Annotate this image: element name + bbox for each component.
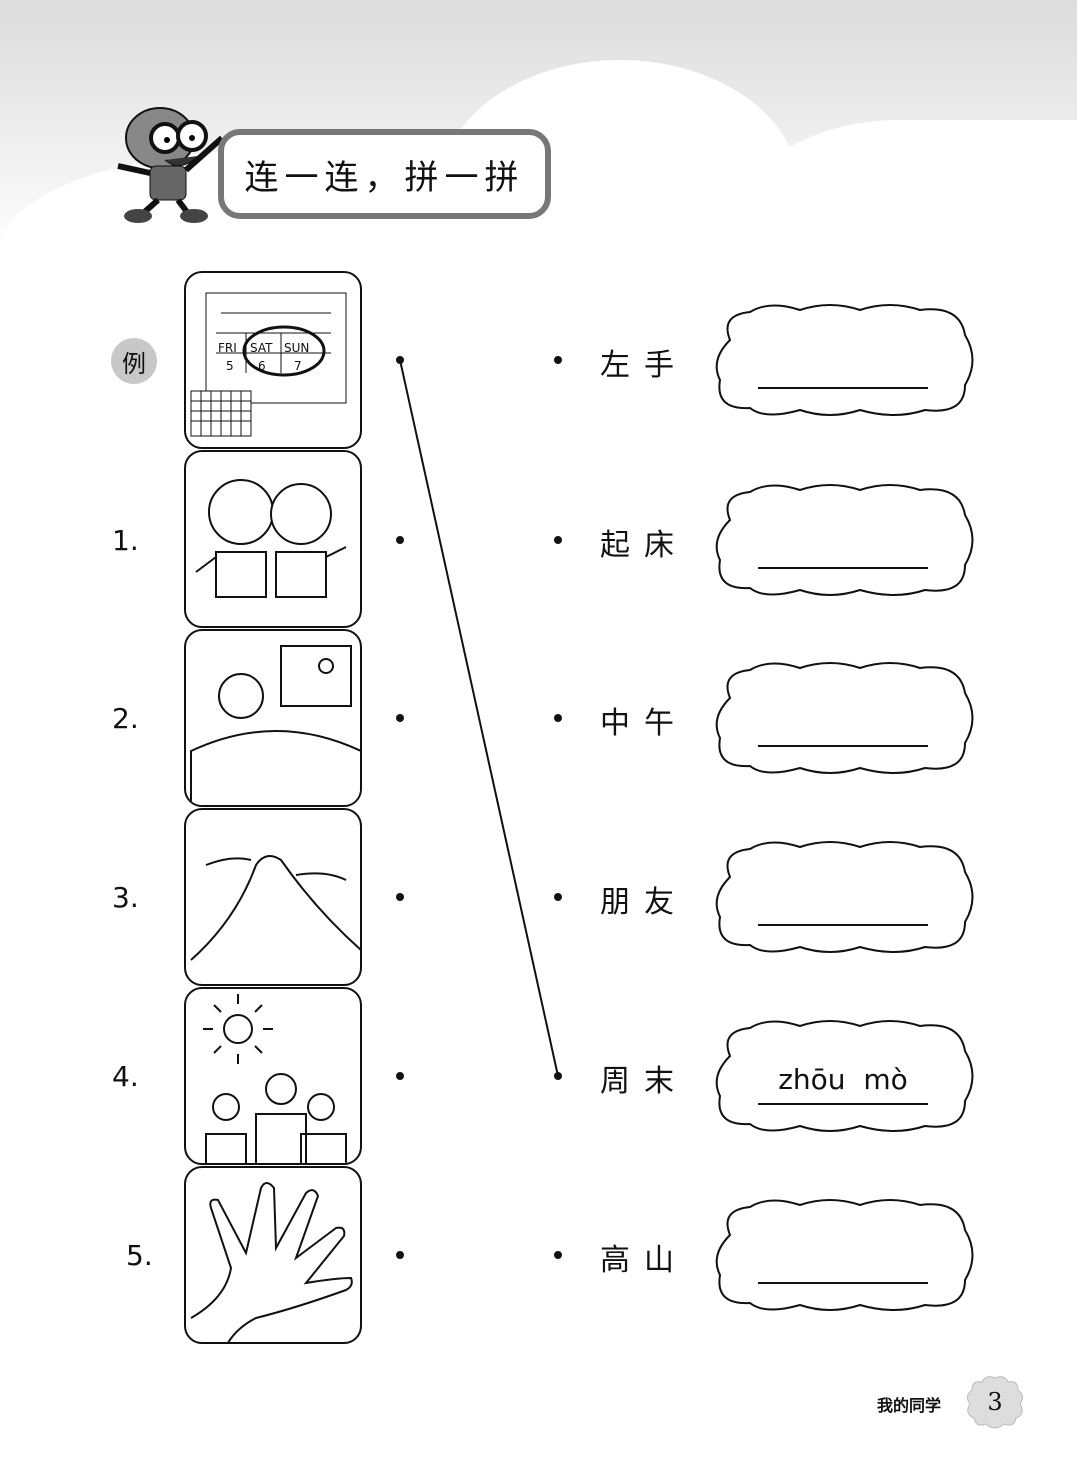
calendar-date: 5 xyxy=(226,359,234,373)
unit-title: 我的同学 xyxy=(877,1396,942,1415)
word-label: 周末 xyxy=(600,1064,688,1099)
pinyin-answer-line[interactable] xyxy=(758,924,928,926)
answer-bubble xyxy=(715,484,974,596)
mascot-boy-icon xyxy=(117,107,224,223)
answer-bubble xyxy=(715,1199,974,1311)
word-label: 中午 xyxy=(600,706,688,741)
calendar-day: SUN xyxy=(284,341,310,355)
left-match-dot[interactable] xyxy=(396,1251,404,1259)
flower-page-badge-icon xyxy=(966,1376,1024,1429)
calendar-date: 7 xyxy=(294,359,302,373)
example-badge: 例 xyxy=(111,338,157,384)
answer-bubble xyxy=(715,304,974,416)
pinyin-answer-line[interactable] xyxy=(758,387,928,389)
pinyin-answer-line[interactable] xyxy=(758,567,928,569)
answer-bubble xyxy=(715,841,974,953)
right-match-dot[interactable] xyxy=(554,1251,562,1259)
row-number: 4. xyxy=(112,1060,139,1093)
left-match-dot[interactable] xyxy=(396,536,404,544)
row-number: 5. xyxy=(126,1239,153,1272)
calendar-date: 6 xyxy=(258,359,266,373)
word-label: 朋友 xyxy=(600,885,688,920)
exercise-title: 连一连，拼一拼 xyxy=(218,129,551,219)
calendar-day: SAT xyxy=(250,341,273,355)
pinyin-answer-line[interactable] xyxy=(758,1103,928,1105)
pinyin-answer-example: zhōu mò xyxy=(778,1063,908,1096)
picture-mountain xyxy=(184,808,362,986)
right-match-dot[interactable] xyxy=(554,356,562,364)
word-label: 左手 xyxy=(600,348,688,383)
picture-calendar: FRI SAT SUN 5 6 7 xyxy=(184,271,362,449)
row-number: 3. xyxy=(112,881,139,914)
right-match-dot[interactable] xyxy=(554,893,562,901)
right-match-dot[interactable] xyxy=(554,536,562,544)
pinyin-answer-line[interactable] xyxy=(758,745,928,747)
row-number: 1. xyxy=(112,524,139,557)
answer-bubble xyxy=(715,662,974,774)
picture-noon-sun xyxy=(184,987,362,1165)
picture-waking-up xyxy=(184,629,362,807)
pinyin-answer-line[interactable] xyxy=(758,1282,928,1284)
left-match-dot[interactable] xyxy=(396,1072,404,1080)
picture-hand xyxy=(184,1166,362,1344)
word-label: 高山 xyxy=(600,1243,688,1278)
left-match-dot[interactable] xyxy=(396,714,404,722)
calendar-day: FRI xyxy=(218,341,237,355)
left-match-dot[interactable] xyxy=(396,893,404,901)
row-number: 2. xyxy=(112,702,139,735)
picture-two-friends xyxy=(184,450,362,628)
right-match-dot[interactable] xyxy=(554,714,562,722)
page-number: 3 xyxy=(987,1388,1003,1416)
word-label: 起床 xyxy=(600,528,688,563)
